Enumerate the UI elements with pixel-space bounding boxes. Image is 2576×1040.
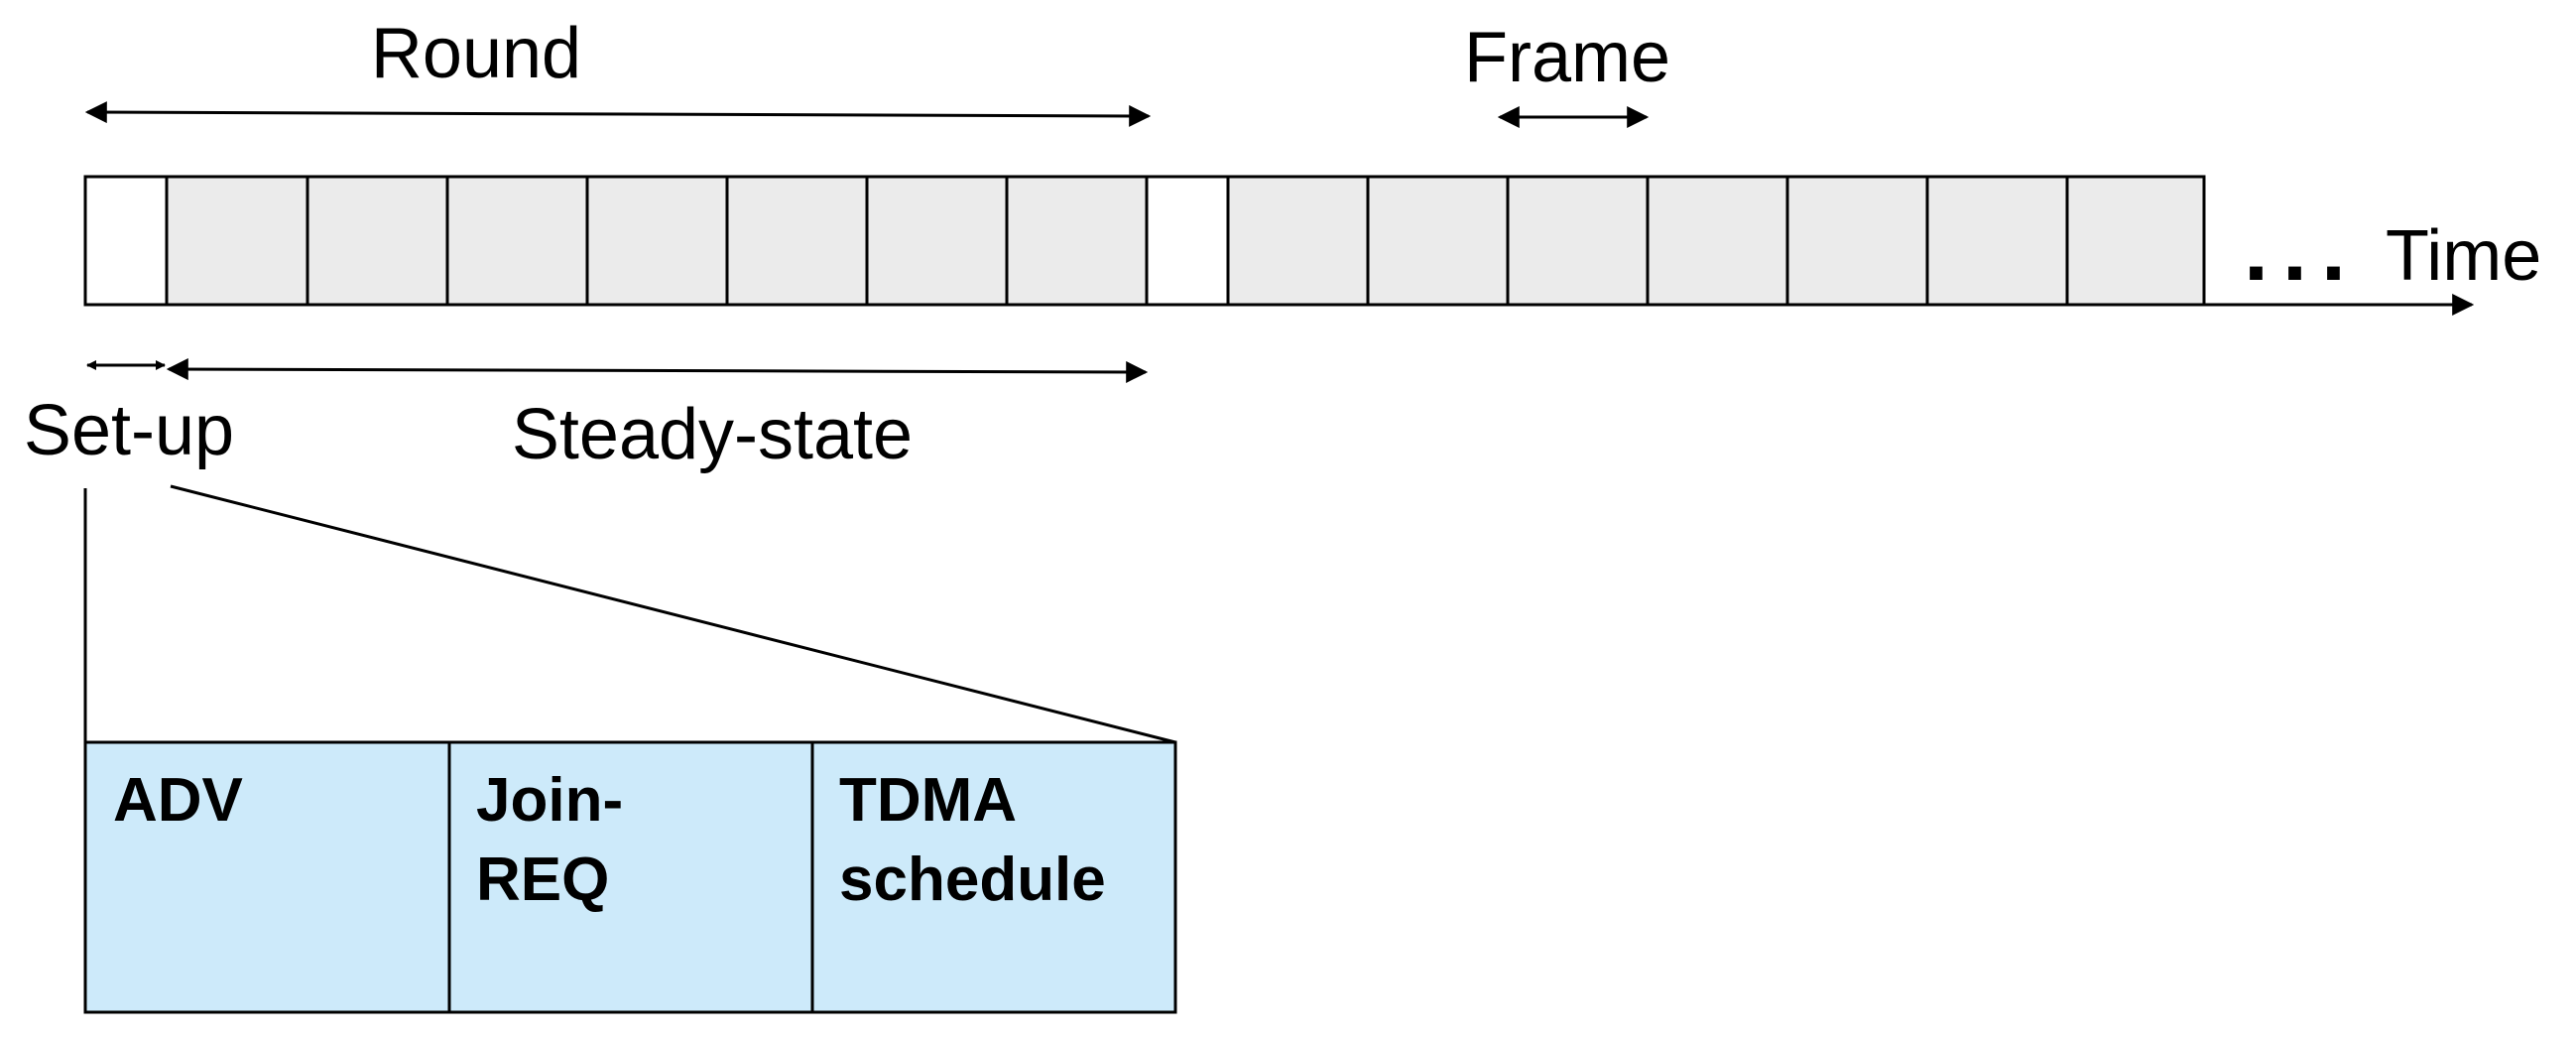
phase-adv-label: ADV [113,766,243,835]
phase-tdma-label-line2: schedule [839,845,1106,914]
phase-tdma-schedule [810,740,1177,1014]
zoom-line-right [170,484,1176,744]
continuation-dots: ... [2244,200,2360,300]
steady-state-frame [2065,175,2206,307]
setup-slot [83,175,169,307]
steady-state-frame [1646,175,1789,307]
phase-tdma-label-line1: TDMA [839,766,1017,835]
round-span-arrow [84,101,1152,127]
phase-join-req-label-line2: REQ [476,845,609,914]
phase-join-req-label-line1: Join- [476,766,623,835]
steady-state-frame [1506,175,1650,307]
steady-state-frame [585,175,729,307]
time-label: Time [2386,216,2541,296]
phase-join-req [447,740,814,1014]
steady-state-span-arrow [166,358,1149,383]
setup-phases-box: ADV Join- REQ TDMA schedule [83,740,1177,1014]
steady-state-frame [725,175,869,307]
round-label: Round [371,14,581,93]
steady-state-label: Steady-state [512,395,913,474]
steady-state-frame [445,175,589,307]
steady-state-frame [306,175,449,307]
phase-adv [83,740,451,1014]
steady-state-frame [165,175,309,307]
slot-strip [83,175,2206,307]
steady-state-frame [1366,175,1510,307]
steady-state-frame [1925,175,2069,307]
setup-slot [1145,175,1230,307]
steady-state-frame [1005,175,1149,307]
steady-state-frame [865,175,1009,307]
steady-state-frame [1226,175,1370,307]
setup-label: Set-up [24,391,234,470]
steady-state-frame [1785,175,1929,307]
frame-label: Frame [1464,18,1670,97]
